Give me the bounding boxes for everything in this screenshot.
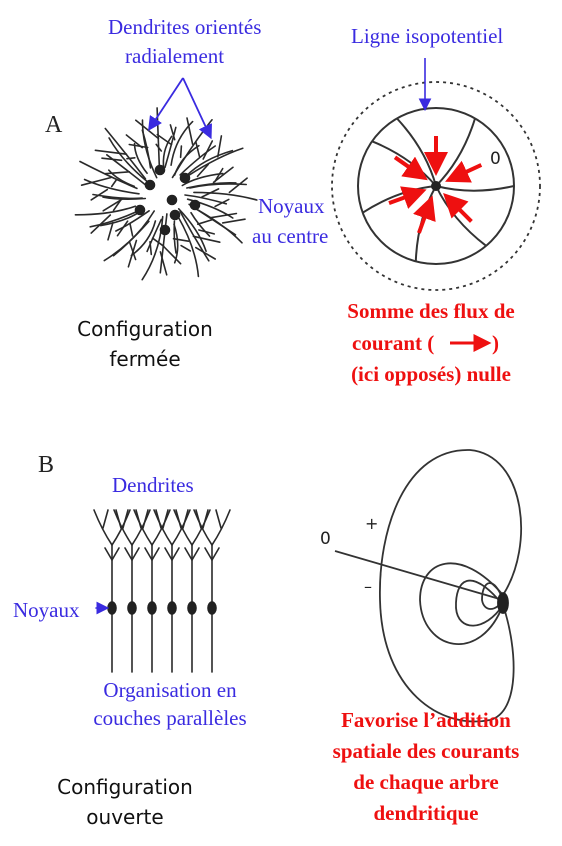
- current-flux-arrows: [388, 136, 483, 234]
- dendrites-label: Dendrites: [112, 473, 194, 497]
- favor-line3: de chaque arbre: [353, 770, 499, 794]
- sum-flux-line2-prefix: courant (: [352, 331, 435, 355]
- config-closed-line1: Configuration: [77, 317, 213, 341]
- field-minus-label: –: [364, 577, 372, 596]
- isopotential-label: Ligne isopotentiel: [351, 24, 504, 48]
- sum-flux-line3: (ici opposés) nulle: [351, 362, 511, 386]
- field-plus-label: +: [365, 514, 379, 533]
- isopotential-zero-label: 0: [490, 149, 501, 169]
- favor-line1: Favorise l’addition: [341, 708, 511, 732]
- sum-flux-line2-suffix: ): [492, 331, 499, 355]
- panel-a-letter: A: [45, 112, 63, 138]
- open-field-figure: [334, 449, 522, 723]
- dendrites-radial-label-line1: Dendrites orientés: [108, 15, 262, 39]
- panel-b-letter: B: [38, 452, 55, 478]
- favor-line2: spatiale des courants: [332, 739, 520, 763]
- nuclei-center-label-line2: au centre: [252, 224, 329, 248]
- dendrites-pointer-arrows: [148, 77, 212, 140]
- organisation-label-line2: couches parallèles: [93, 706, 247, 730]
- radial-neuron-cluster: [74, 107, 258, 281]
- sum-flux-line1: Somme des flux de: [347, 299, 515, 323]
- isopotential-figure: [331, 81, 541, 291]
- favor-line4: dendritique: [373, 801, 479, 825]
- dendrites-radial-label-line2: radialement: [125, 44, 225, 68]
- config-open-line2: ouverte: [86, 805, 164, 829]
- organisation-label-line1: Organisation en: [103, 678, 237, 702]
- nuclei-center-label-line1: Noyaux: [258, 194, 325, 218]
- nuclei-label: Noyaux: [13, 598, 80, 622]
- config-open-line1: Configuration: [57, 775, 193, 799]
- parallel-neuron-layer: [93, 509, 231, 673]
- field-zero-label: 0: [320, 529, 331, 549]
- config-closed-line2: fermée: [109, 347, 181, 371]
